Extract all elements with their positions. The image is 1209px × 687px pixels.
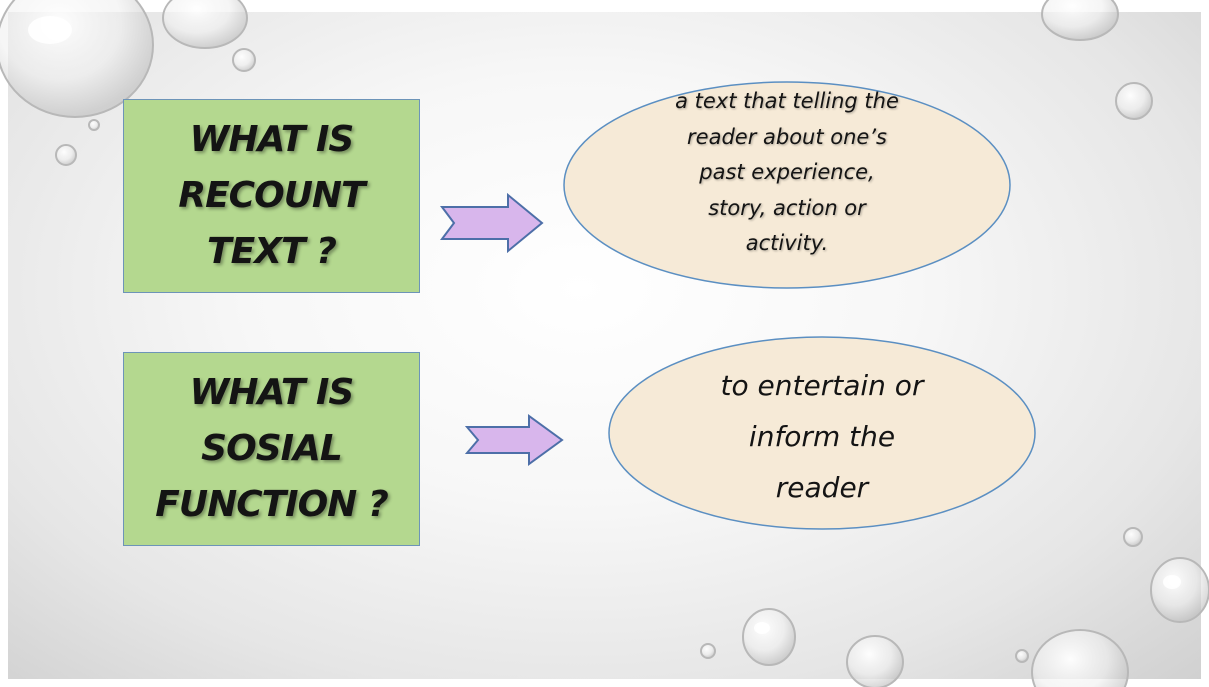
right-arrow-icon	[465, 414, 564, 466]
right-arrow-icon	[440, 193, 544, 253]
slide-frame-top	[0, 0, 1209, 12]
question-box-social-function: WHAT IS SOSIAL FUNCTION ?	[123, 352, 420, 546]
answer-oval-social-function	[608, 336, 1036, 530]
question-label: WHAT IS SOSIAL FUNCTION ?	[155, 372, 388, 525]
slide-frame-right	[1201, 0, 1209, 687]
question-box-recount-text: WHAT IS RECOUNT TEXT ?	[123, 99, 420, 293]
slide-frame-left	[0, 0, 8, 687]
answer-text-social-function: to entertain or inform the reader	[720, 369, 924, 504]
answer-oval-recount-text	[563, 81, 1011, 289]
answer-text-recount-definition: a text that telling the reader about one…	[675, 89, 899, 255]
question-label: WHAT IS RECOUNT TEXT ?	[178, 119, 365, 272]
slide-frame-bottom	[0, 679, 1209, 687]
